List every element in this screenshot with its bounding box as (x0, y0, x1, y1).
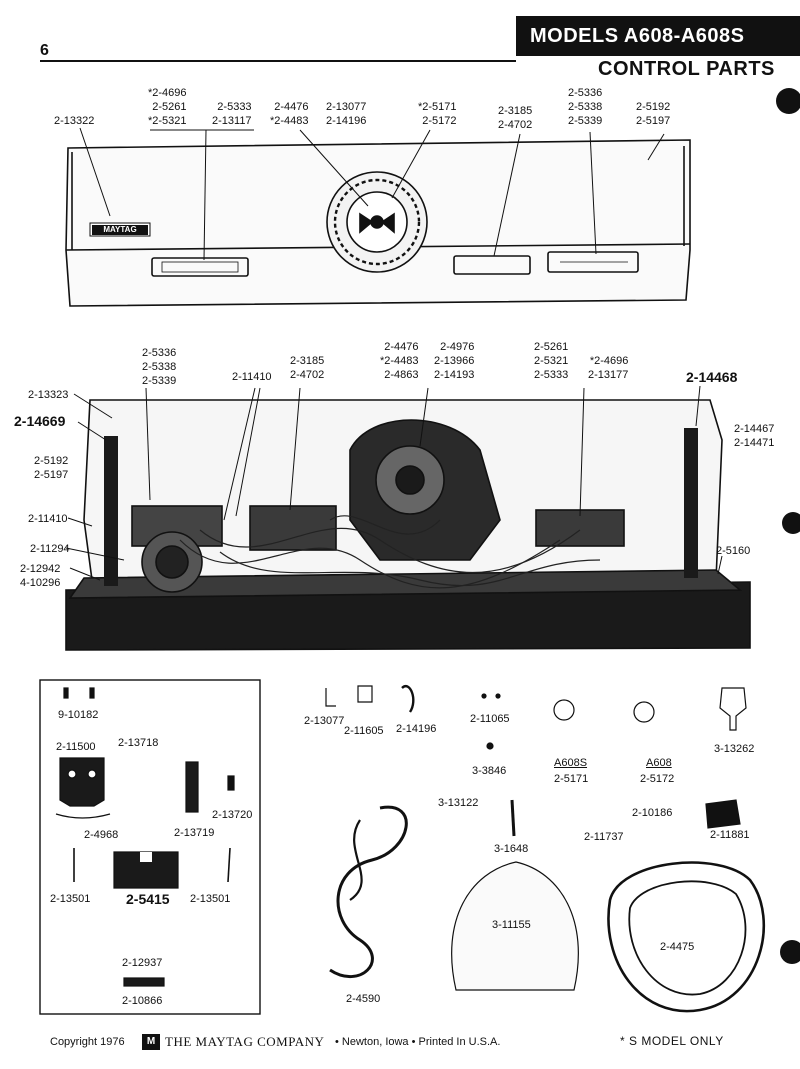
label-2-13720: 2-13720 (212, 809, 253, 821)
label-9-10182: 9-10182 (58, 709, 99, 721)
label-model-a608: A608 (646, 757, 672, 769)
label-2-14196: 2-14196 (396, 723, 437, 735)
maytag-logo-icon: M (142, 1034, 160, 1050)
label-2-10866: 2-10866 (122, 995, 163, 1007)
label-2-5172: 2-5172 (640, 773, 675, 785)
label-2-14669: 2-14669 (14, 413, 66, 429)
label-2-4475: 2-4475 (660, 941, 695, 953)
label-3-11155: 3-11155 (492, 919, 531, 931)
footer-location: • Newton, Iowa • Printed In U.S.A. (335, 1036, 501, 1048)
section-title: CONTROL PARTS (598, 58, 775, 80)
parts-box-frame (39, 679, 261, 1015)
page-number: 6 (40, 42, 49, 59)
interior-wires (179, 515, 601, 589)
label-stack-col-c: 2-4476*2-4483 (270, 101, 309, 127)
label-2-11294: 2-11294 (30, 543, 70, 555)
label-2-4968: 2-4968 (84, 829, 119, 841)
label-2-12937: 2-12937 (122, 957, 163, 969)
label-2-11605: 2-11605 (344, 725, 384, 737)
label-model-a608s: A608S (554, 757, 588, 769)
label-2-13077: 2-13077 (304, 715, 345, 727)
interior-leaders (65, 385, 723, 581)
label-2-11500: 2-11500 (56, 741, 96, 753)
label-2-4590: 2-4590 (346, 993, 381, 1005)
footer-note: * S MODEL ONLY (620, 1034, 724, 1048)
label-2-11737: 2-11737 (584, 831, 624, 843)
label-2-13322: 2-13322 (54, 115, 95, 127)
label-2-14468: 2-14468 (686, 369, 738, 385)
label-2-13719: 2-13719 (174, 827, 215, 839)
binder-hole-top (776, 88, 800, 114)
label-3-3846: 3-3846 (472, 765, 507, 777)
label-2-10186: 2-10186 (632, 807, 673, 819)
panel-leaders (79, 127, 665, 261)
header-rule (40, 60, 516, 62)
label-2-13718: 2-13718 (118, 737, 159, 749)
label-3-13122: 3-13122 (438, 797, 479, 809)
control-panel-interior (65, 399, 751, 651)
binder-hole-middle (782, 512, 800, 534)
label-2-13501-right: 2-13501 (190, 893, 231, 905)
loose-parts-drawings (325, 685, 766, 1013)
footer-company: THE MAYTAG COMPANY (165, 1034, 325, 1049)
label-2-13501-left: 2-13501 (50, 893, 91, 905)
label-2-11065: 2-11065 (470, 713, 510, 725)
binder-hole-bottom (780, 940, 800, 964)
model-banner: MODELS A608-A608S (516, 16, 800, 56)
label-3-1648: 3-1648 (494, 843, 529, 855)
label-2-11410-side: 2-11410 (28, 513, 68, 525)
footer-copyright: Copyright 1976 (50, 1036, 125, 1048)
label-2-5160: 2-5160 (716, 545, 751, 557)
control-panel-front (65, 139, 691, 307)
label-2-13323: 2-13323 (28, 389, 69, 401)
label-2-11410-top: 2-11410 (232, 371, 272, 383)
maytag-panel-logo: MAYTAG (92, 225, 148, 235)
label-2-5171: 2-5171 (554, 773, 589, 785)
parts-box-drawings (55, 687, 235, 987)
label-3-13262: 3-13262 (714, 743, 755, 755)
label-2-11881: 2-11881 (710, 829, 750, 841)
label-2-5415: 2-5415 (126, 891, 170, 907)
